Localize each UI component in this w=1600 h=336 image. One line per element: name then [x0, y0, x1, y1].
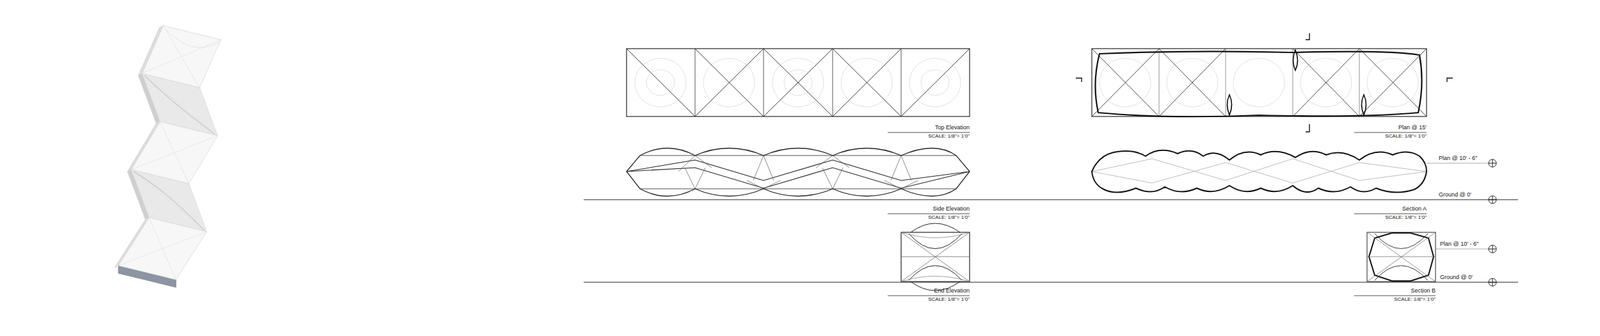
drawing-label: Side Elevation [932, 206, 970, 213]
drawing-label: SCALE: 1/8"= 1'0" [928, 215, 970, 221]
side-elevation [583, 148, 1051, 215]
plan-15 [1075, 33, 1453, 133]
top-elevation [626, 48, 970, 133]
drawing-label: SCALE: 1/8"= 1'0" [1384, 133, 1427, 140]
drawing-label: Ground @ 0' [1440, 274, 1473, 281]
drawing-label: Section B [1410, 288, 1436, 295]
drawing-label: Ground @ 0' [1438, 192, 1472, 199]
drawing-label: End Elevation [933, 288, 970, 295]
drawing-label: Plan @ 10' - 6" [1438, 155, 1478, 162]
drawing-label: Section A [1402, 206, 1427, 213]
drawing-label: SCALE: 1/8"= 1'0" [928, 296, 970, 303]
drawing-label: Top Elevation [935, 124, 970, 132]
section-b [1050, 232, 1519, 296]
drawing-label: SCALE: 1/8"= 1'0" [928, 133, 970, 140]
level-markers [1488, 159, 1497, 287]
drawing-label: SCALE: 1/8"= 1'0" [1384, 215, 1427, 221]
drawing-label: Plan @ 10' - 6" [1440, 241, 1479, 248]
drawing-label: SCALE: 1/8"= 1'0" [1393, 296, 1436, 303]
end-elevation [583, 223, 1051, 296]
drawing-label: Plan @ 15' [1398, 124, 1427, 132]
render-3d [114, 25, 221, 288]
section-a [1050, 150, 1519, 214]
